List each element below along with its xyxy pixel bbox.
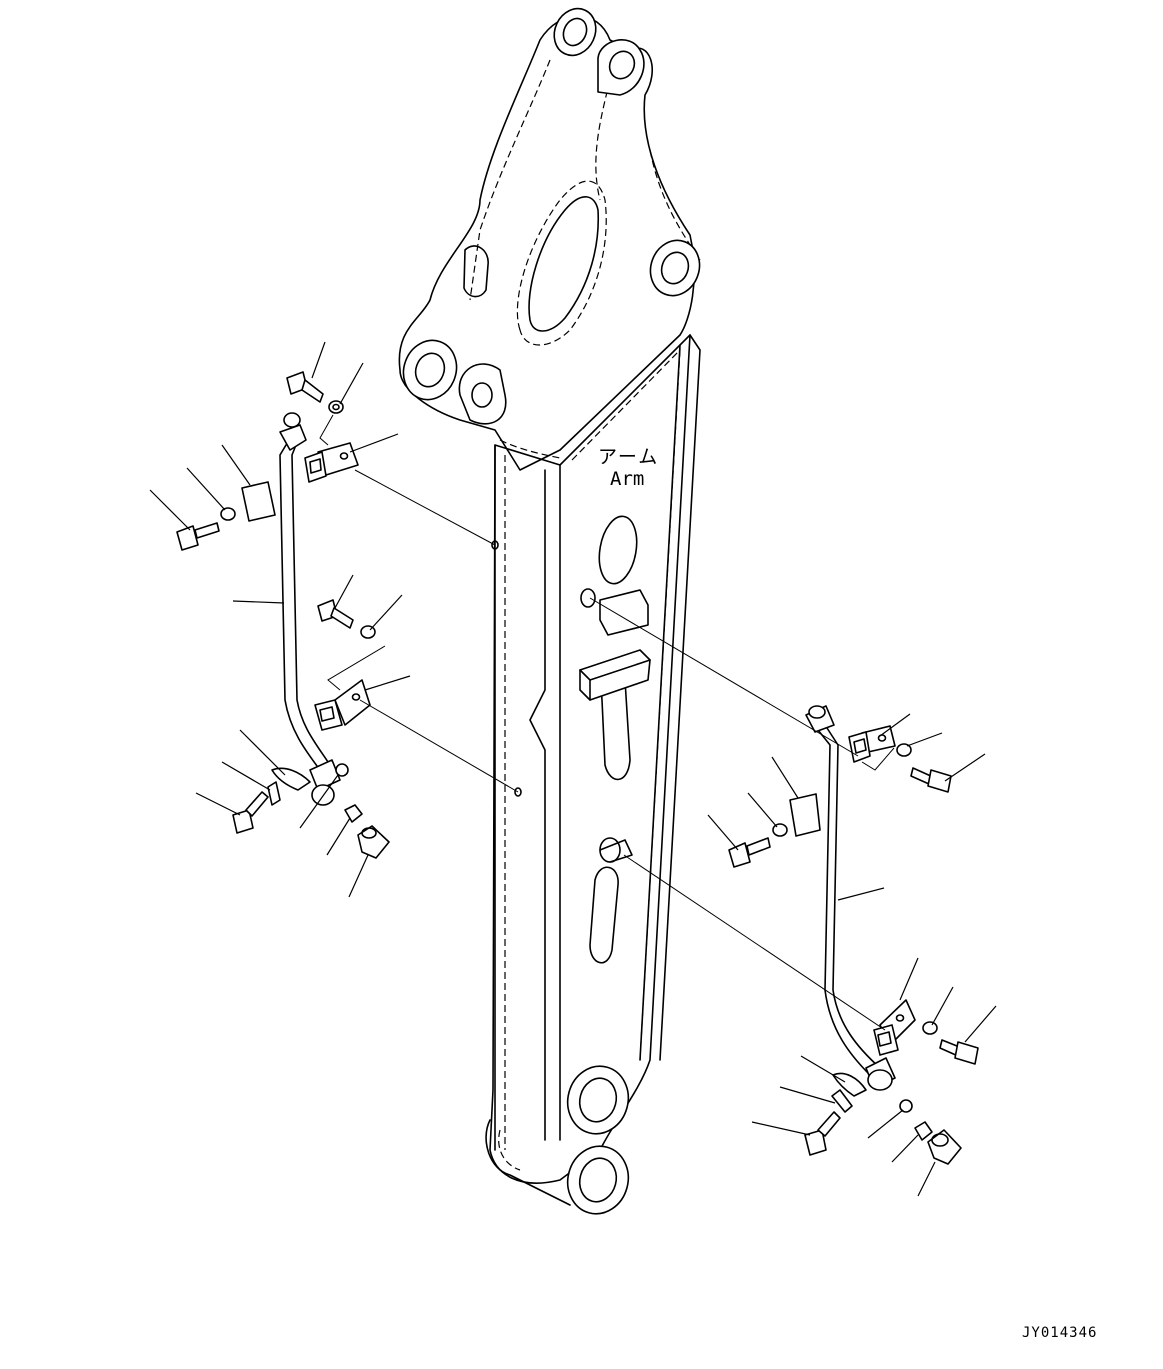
bolt-icon [232,791,269,834]
washer-icon [896,743,912,757]
clamp-bracket-icon [873,999,916,1056]
nut-icon [344,804,363,823]
washer-icon [772,823,788,837]
cap-nut-icon [927,1129,962,1165]
arm-body: アーム Arm [398,7,701,1215]
washer-icon [360,625,376,639]
left-grease-line-assembly [149,341,519,898]
clamp-bracket-icon [304,442,359,483]
cap-nut-icon [357,825,390,859]
bolt-icon [804,1111,841,1156]
bolt-icon [176,522,220,551]
bolt-icon [728,837,771,868]
ball-icon [335,763,349,777]
nut-icon [914,1121,933,1141]
washer-icon [328,400,344,414]
clamp-bracket-icon [848,725,896,763]
arm-label-jp: アーム [598,446,659,468]
washer-icon [220,507,236,521]
plate-icon [241,481,276,522]
right-grease-line-assembly [589,597,997,1197]
bolt-icon [317,599,354,629]
shim-icon [271,767,311,791]
ball-icon [899,1099,913,1113]
bolt-icon [939,1039,979,1065]
arm-label-en: Arm [610,468,644,490]
washer-icon [922,1021,938,1035]
bolt-icon [910,767,952,793]
clamp-bracket-icon [314,679,371,731]
drawing-code: JY014346 [1022,1325,1097,1341]
bolt-icon [286,371,324,403]
plate-icon [789,793,821,837]
